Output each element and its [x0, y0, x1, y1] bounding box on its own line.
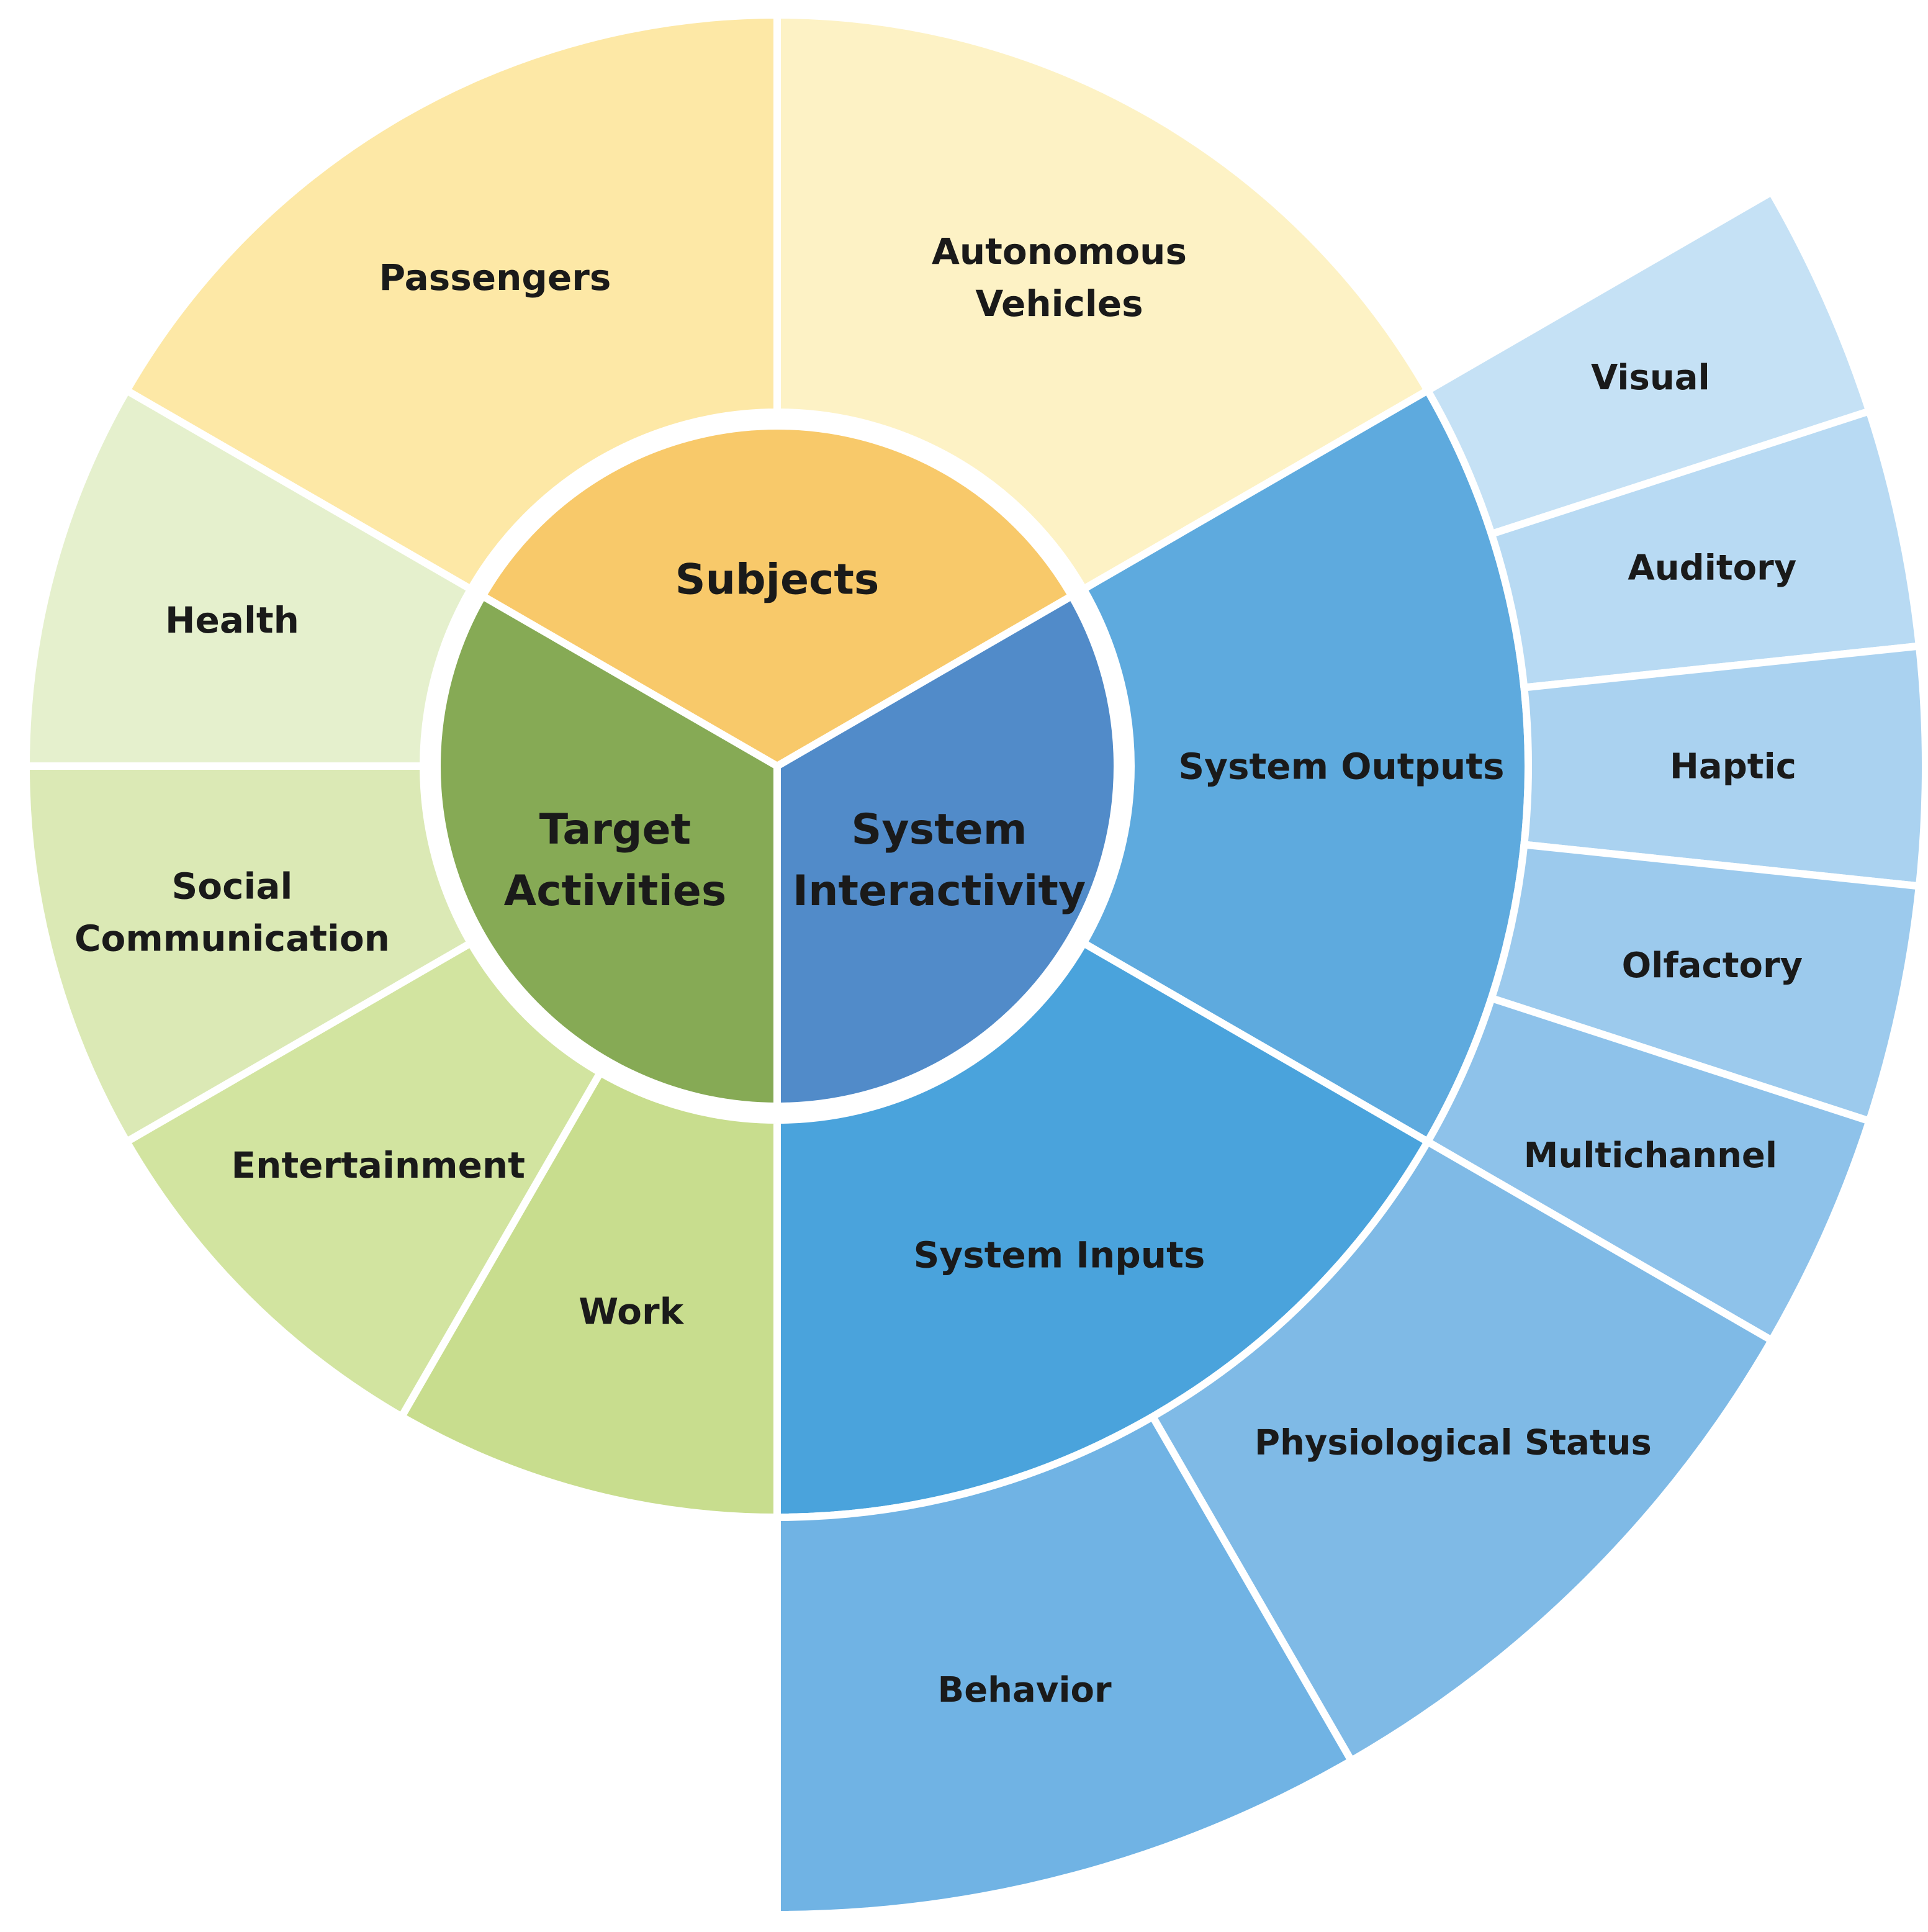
- segments: [22, 11, 1928, 1918]
- outer-label-multichannel: Multichannel: [1524, 1135, 1778, 1176]
- inner-segment-system-interactivity: [773, 592, 1121, 1110]
- inner-ring-gap: [423, 412, 1131, 1120]
- outer-segment-physiological-status: [1149, 1138, 1776, 1765]
- middle-label-entertainment: Entertainment: [232, 1144, 525, 1186]
- middle-label-system-inputs: System Inputs: [914, 1234, 1205, 1276]
- middle-label-health: Health: [165, 599, 299, 641]
- inner-segment-target-activities: [433, 592, 781, 1110]
- outer-label-haptic: Haptic: [1670, 747, 1796, 787]
- inner-label-subjects: Subjects: [675, 555, 880, 604]
- outer-segment-behavior: [773, 1412, 1355, 1918]
- outer-label-auditory: Auditory: [1628, 548, 1796, 588]
- outer-label-behavior: Behavior: [938, 1670, 1112, 1710]
- middle-label-system-outputs: System Outputs: [1178, 745, 1504, 787]
- outer-label-visual: Visual: [1591, 358, 1710, 398]
- middle-label-work: Work: [579, 1290, 684, 1332]
- inner-segment-subjects: [479, 422, 1076, 770]
- outer-label-olfactory: Olfactory: [1622, 946, 1803, 986]
- outer-label-physiological-status: Physiological Status: [1255, 1423, 1652, 1463]
- middle-label-passengers: Passengers: [379, 256, 611, 299]
